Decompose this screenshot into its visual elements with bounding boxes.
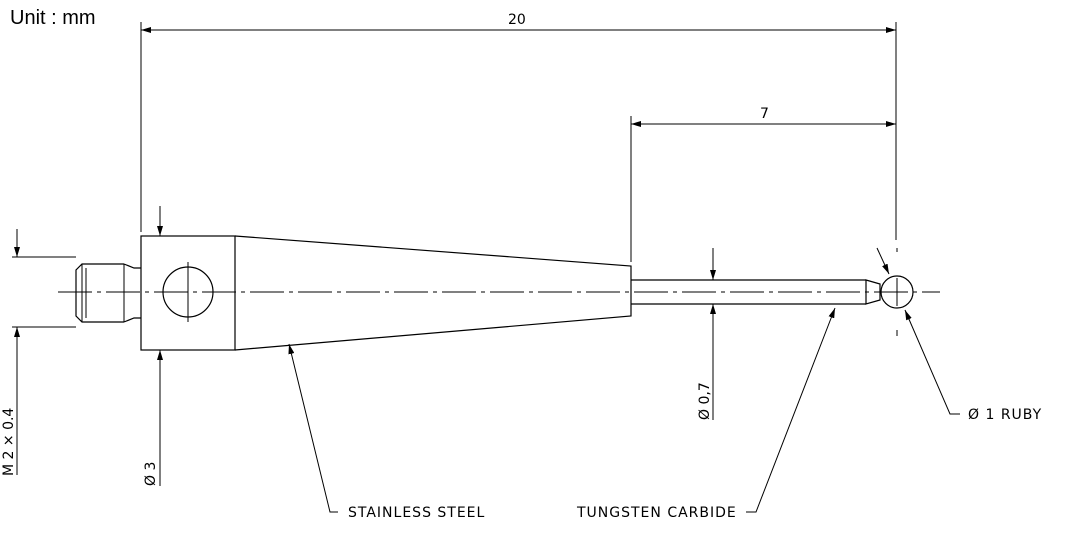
stainless-steel-label: STAINLESS STEEL: [348, 505, 485, 521]
tip-length-value: 7: [760, 106, 769, 122]
tip-length-dimension: 7: [630, 106, 896, 262]
ruby-ball: [876, 247, 914, 336]
ruby-callout: Ø 1 RUBY: [904, 309, 1042, 423]
thread-dimension: M 2 × 0.4: [1, 229, 76, 476]
body-diameter-dimension: Ø 3: [143, 206, 163, 486]
carbide-stem: [631, 279, 881, 305]
body-diameter-value: Ø 3: [143, 462, 159, 486]
threaded-end: [75, 263, 141, 323]
body-block: [140, 235, 236, 351]
overall-length-dimension: 20: [140, 12, 897, 240]
tapered-body: [234, 235, 632, 351]
thread-value: M 2 × 0.4: [1, 408, 17, 476]
overall-length-value: 20: [508, 12, 526, 28]
unit-label: Unit : mm: [10, 7, 96, 29]
stem-diameter-value: Ø 0,7: [697, 382, 713, 420]
stem-diameter-dimension: Ø 0,7: [697, 248, 716, 420]
ruby-label: Ø 1 RUBY: [968, 407, 1042, 423]
tungsten-carbide-label: TUNGSTEN CARBIDE: [576, 505, 737, 521]
stainless-steel-callout: STAINLESS STEEL: [288, 343, 485, 521]
tungsten-carbide-callout: TUNGSTEN CARBIDE: [576, 307, 836, 521]
